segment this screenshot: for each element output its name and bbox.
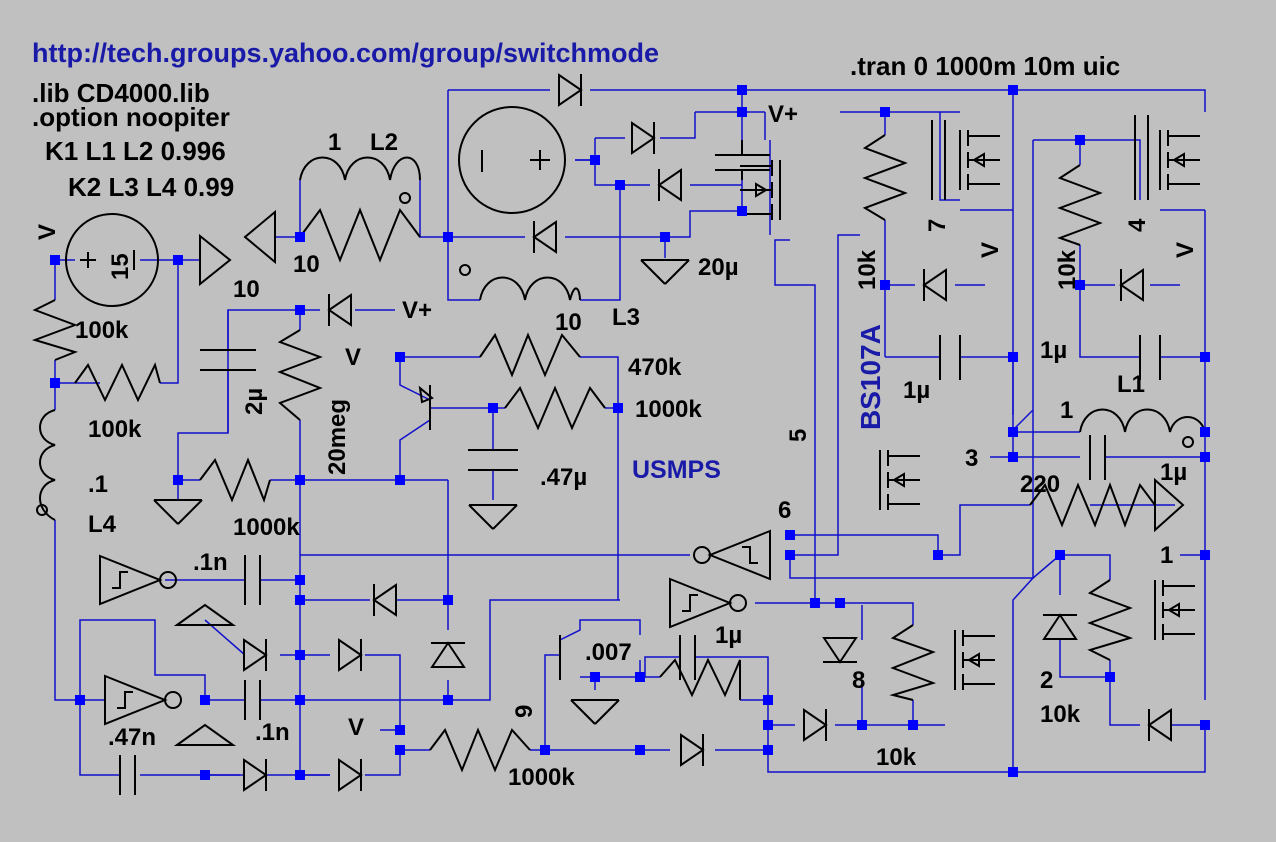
vplus-b: V+ [768,101,798,128]
r1000k-c: 1000k [508,764,575,791]
l3-name: L3 [612,304,640,331]
c1u-d: 1µ [715,622,742,649]
c047n: .47n [108,724,156,751]
l4-val: .1 [88,471,108,498]
r10k-d: 10k [876,744,917,771]
lib-directive: .lib CD4000.lib [32,78,210,108]
v-b: V [1172,242,1199,258]
wires [54,89,1206,776]
r10k-a: 10k [854,249,881,290]
c20u: 20µ [698,254,739,281]
c1u-a: 1µ [903,377,930,404]
url-directive: http://tech.groups.yahoo.com/group/switc… [32,38,659,68]
n1: 1 [1160,542,1173,569]
component-labels: V 15 100k 100k .1 L4 1 L2 10 10 2µ 20meg… [34,101,1199,791]
k2-directive: K2 L3 L4 0.99 [68,172,234,202]
r1000k-a: 1000k [233,514,300,541]
n2: 2 [1040,667,1053,694]
r100k-b: 100k [88,416,142,443]
c01n-b: .1n [255,719,290,746]
vplus-a: V+ [402,297,432,324]
source-name: V [34,224,61,240]
v-a: V [977,242,1004,258]
c1u-c: 1µ [1160,459,1187,486]
n4: 4 [1124,218,1151,232]
c1u-b: 1µ [1040,337,1067,364]
l4-name: L4 [88,511,117,538]
r100k-a: 100k [75,317,129,344]
l1-num: 1 [1060,397,1073,424]
r20meg: 20meg [324,399,351,475]
n3: 3 [965,445,978,472]
n6: 6 [778,497,791,524]
c007: .007 [585,639,632,666]
c01n-a: .1n [193,549,228,576]
r1000k-b: 1000k [635,396,702,423]
node10-b: 10 [233,276,260,303]
r220: 220 [1020,471,1060,498]
l1-name: L1 [1117,371,1145,398]
junctions [50,85,1210,780]
n9: 9 [511,705,538,718]
v-c: V [348,714,364,741]
n8: 8 [852,667,865,694]
tran-directive: .tran 0 1000m 10m uic [850,51,1120,81]
cap-2u: 2µ [241,388,268,415]
r10k-c: 10k [1040,701,1081,728]
bs107a-label: BS107A [855,324,886,430]
c047u: .47µ [540,464,587,491]
k1-directive: K1 L1 L2 0.996 [45,136,226,166]
directives: http://tech.groups.yahoo.com/group/switc… [32,38,1120,202]
r10k-b: 10k [1054,249,1081,290]
r470k: 470k [628,354,682,381]
n5: 5 [785,429,812,442]
option-directive: .option noopiter [32,102,230,132]
l3-num: 10 [555,309,582,336]
l2-name: L2 [370,129,398,156]
n7: 7 [924,219,951,232]
source-value: 15 [107,253,134,280]
v-q1: V [345,344,361,371]
l2-num: 1 [328,129,341,156]
node10-a: 10 [293,251,320,278]
components [31,73,1206,795]
usmps-label: USMPS [632,456,721,484]
